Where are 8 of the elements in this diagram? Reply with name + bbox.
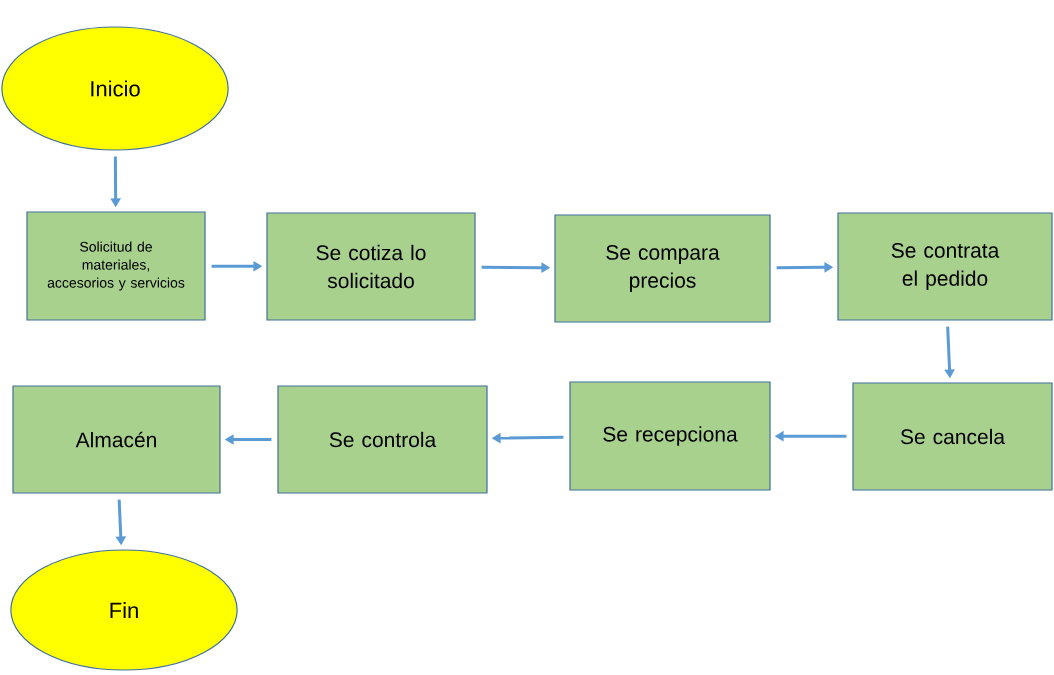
process-box: Almacén: [12, 385, 221, 494]
process-box: Se controla: [277, 385, 488, 494]
process-box: Se contrata el pedido: [837, 212, 1053, 321]
process-box: Se compara precios: [554, 214, 771, 323]
process-box: Se cancela: [852, 382, 1053, 491]
process-box: Se recepciona: [569, 381, 771, 491]
process-box: Se cotiza lo solicitado: [266, 212, 476, 321]
process-box: Solicitud de materiales, accesorios y servicios: [26, 211, 206, 321]
